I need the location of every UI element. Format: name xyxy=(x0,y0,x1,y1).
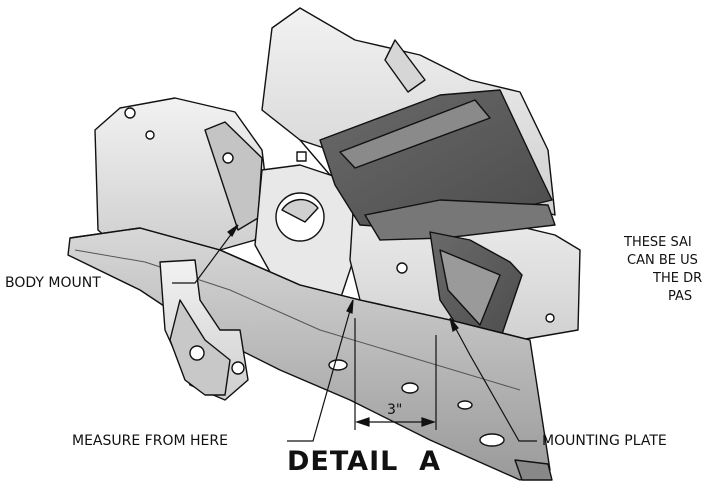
mounting-plate xyxy=(319,89,553,231)
body-mount-leader xyxy=(172,224,239,284)
dimension-label: 3" xyxy=(387,402,403,418)
side-note-line-1: THESE SAI xyxy=(624,235,692,250)
side-note-line-2: CAN BE US xyxy=(627,253,698,268)
detail-title: DETAIL A xyxy=(287,446,442,477)
annotation-lines xyxy=(172,224,537,442)
measure-leader xyxy=(287,299,354,442)
side-note-line-4: PAS xyxy=(668,289,693,304)
mounting-plate-leader xyxy=(449,317,537,442)
frame-drawing xyxy=(67,7,581,481)
body-mount-label: BODY MOUNT xyxy=(5,275,101,291)
side-note-line-3: THE DR xyxy=(653,271,703,286)
measure-from-here-label: MEASURE FROM HERE xyxy=(72,433,228,449)
mounting-plate-label: MOUNTING PLATE xyxy=(542,433,667,449)
